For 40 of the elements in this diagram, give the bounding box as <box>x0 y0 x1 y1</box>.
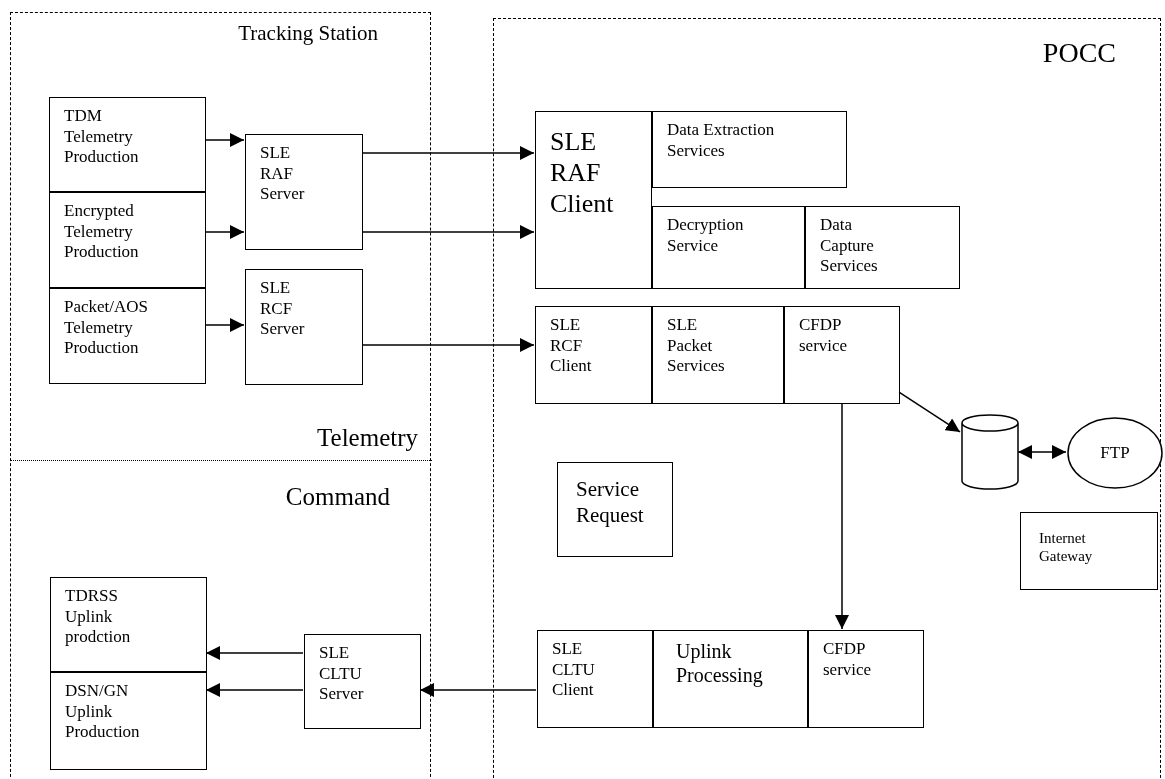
arrow <box>361 146 535 160</box>
process-box: CFDP service <box>808 630 924 728</box>
process-box: Encrypted Telemetry Production <box>49 192 206 288</box>
process-box: Data Extraction Services <box>652 111 847 188</box>
region-title: Tracking Station <box>238 21 378 46</box>
arrow <box>1017 445 1067 459</box>
region-title: Telemetry <box>317 424 418 452</box>
process-box: Service Request <box>557 462 673 557</box>
process-box: Decryption Service <box>652 206 805 289</box>
process-box: SLE RAF Client <box>535 111 652 289</box>
arrow <box>419 683 537 697</box>
process-box: Internet Gateway <box>1020 512 1158 590</box>
process-box: CFDP service <box>784 306 900 404</box>
process-box: SLE CLTU Client <box>537 630 653 728</box>
process-box: SLE RCF Server <box>245 269 363 385</box>
arrow <box>205 683 304 697</box>
process-box: DSN/GN Uplink Production <box>50 672 207 770</box>
process-box: SLE RAF Server <box>245 134 363 250</box>
process-box: TDM Telemetry Production <box>49 97 206 192</box>
database-cylinder <box>961 414 1019 490</box>
region-title: POCC <box>1042 37 1116 69</box>
arrow <box>205 646 304 660</box>
process-box: SLE RCF Client <box>535 306 652 404</box>
arrow <box>204 225 245 239</box>
process-box: TDRSS Uplink prodction <box>50 577 207 672</box>
arrow <box>361 338 535 352</box>
process-box: SLE CLTU Server <box>304 634 421 729</box>
process-box: Packet/AOS Telemetry Production <box>49 288 206 384</box>
arrow <box>898 391 961 433</box>
process-box: Data Capture Services <box>805 206 960 289</box>
process-box: Uplink Processing <box>653 630 808 728</box>
arrow <box>204 133 245 147</box>
server-ellipse: FTP <box>1067 417 1163 489</box>
arrow <box>361 225 535 239</box>
arrow <box>835 402 849 630</box>
arrow <box>204 318 245 332</box>
dashed-region <box>10 12 431 779</box>
process-box: SLE Packet Services <box>652 306 784 404</box>
dashed-region <box>493 18 1161 779</box>
region-title: Command <box>285 483 390 511</box>
